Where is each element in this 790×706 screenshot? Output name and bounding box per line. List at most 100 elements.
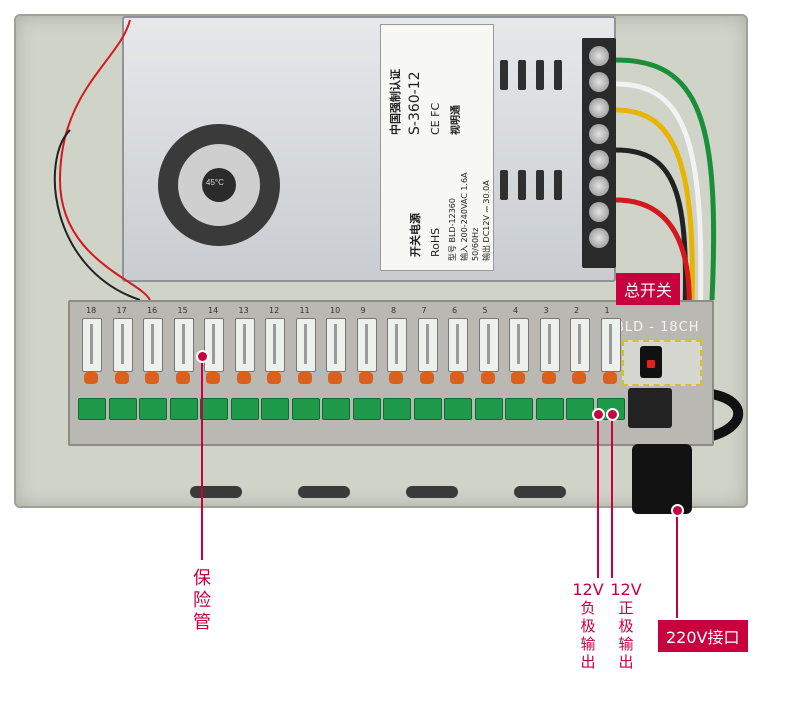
fuse <box>234 318 255 372</box>
fuse <box>387 318 407 372</box>
negative-output-char: 极 <box>580 617 596 635</box>
fuse <box>82 318 102 372</box>
fuse <box>600 318 621 372</box>
channel-number: 9 <box>360 306 366 315</box>
capacitor <box>358 372 373 384</box>
ac-inlet-label: 220V接口 <box>658 620 748 652</box>
fuse <box>448 318 468 372</box>
channel-number: 8 <box>391 306 397 315</box>
capacitor <box>84 372 98 384</box>
capacitor <box>236 372 251 384</box>
positive-output-char: 极 <box>618 617 634 635</box>
output-terminal <box>169 398 198 420</box>
positive-output-char: 出 <box>618 653 634 671</box>
ac-inlet-marker <box>671 504 684 517</box>
positive-output-char: 正 <box>618 599 634 617</box>
ac-power-inlet <box>632 444 692 514</box>
output-terminal <box>505 398 533 420</box>
capacitor <box>114 372 129 384</box>
capacitor <box>541 372 556 384</box>
cable-hole <box>514 486 566 498</box>
capacitor <box>602 372 617 384</box>
fuse <box>143 318 163 372</box>
channel-number: 2 <box>574 306 580 315</box>
channel-number: 6 <box>452 306 458 315</box>
channel-number: 18 <box>86 306 97 315</box>
channel-number: 10 <box>330 306 341 315</box>
psu-terminal-strip <box>582 38 616 268</box>
output-terminal <box>474 398 503 420</box>
fan-hub <box>202 168 236 202</box>
negative-output-label: 12V 负 极 输 出 <box>568 580 608 671</box>
switch-indicator <box>647 360 655 368</box>
positive-output-voltage: 12V <box>610 580 642 599</box>
capacitor <box>145 372 159 384</box>
fuse <box>417 318 438 372</box>
output-terminal <box>108 398 137 420</box>
fuse <box>112 318 133 372</box>
channel-number: 15 <box>177 306 188 315</box>
capacitor <box>328 372 342 384</box>
negative-output-char: 负 <box>580 599 596 617</box>
positive-output-label: 12V 正 极 输 出 <box>606 580 646 671</box>
main-switch-label: 总开关 <box>616 273 681 305</box>
fuse-label: 保险管 <box>193 568 211 633</box>
capacitor <box>511 372 525 384</box>
channel-number: 13 <box>238 306 249 315</box>
board-model-label: BLD - 18CH <box>615 320 700 335</box>
channel-number: 3 <box>543 306 549 315</box>
capacitor <box>480 372 495 384</box>
output-terminal <box>200 398 228 420</box>
capacitor <box>206 372 220 384</box>
negative-terminal-marker <box>592 408 605 421</box>
capacitor <box>419 372 434 384</box>
output-terminal <box>230 398 259 420</box>
fuse <box>570 318 590 372</box>
output-terminal <box>78 398 106 420</box>
fuse <box>356 318 377 372</box>
capacitor <box>175 372 190 384</box>
positive-output-char: 输 <box>618 635 634 653</box>
output-terminal <box>322 398 350 420</box>
fuse <box>326 318 346 372</box>
channel-number: 17 <box>116 306 127 315</box>
channel-number: 7 <box>421 306 427 315</box>
output-terminal <box>444 398 472 420</box>
fuse <box>204 318 224 372</box>
psu-spec-label: 中国强制认证 S-360-12 开关电源 CE FC RoHS 型号 BLD-1… <box>380 24 494 271</box>
capacitor <box>450 372 464 384</box>
fuse <box>539 318 560 372</box>
negative-output-voltage: 12V <box>572 580 604 599</box>
output-terminal <box>535 398 564 420</box>
fuse <box>173 318 194 372</box>
channel-number: 16 <box>147 306 158 315</box>
ac-terminal-block <box>628 388 672 428</box>
fuse <box>509 318 529 372</box>
negative-output-char: 出 <box>580 653 596 671</box>
fuse-marker <box>196 350 209 363</box>
channel-number: 4 <box>513 306 519 315</box>
capacitor <box>267 372 281 384</box>
fuse <box>295 318 316 372</box>
output-terminal <box>291 398 320 420</box>
output-terminal <box>139 398 167 420</box>
channel-number: 5 <box>482 306 488 315</box>
channel-number: 14 <box>208 306 219 315</box>
fuse <box>265 318 285 372</box>
output-terminal <box>261 398 289 420</box>
negative-output-char: 输 <box>580 635 596 653</box>
positive-terminal-marker <box>606 408 619 421</box>
main-switch-highlight <box>622 340 702 386</box>
output-terminal <box>413 398 442 420</box>
cable-hole <box>406 486 458 498</box>
channel-number: 11 <box>299 306 310 315</box>
capacitor <box>389 372 403 384</box>
output-terminal <box>352 398 381 420</box>
output-terminal <box>383 398 411 420</box>
channel-number: 12 <box>269 306 280 315</box>
channel-number: 1 <box>604 306 610 315</box>
fuse <box>478 318 499 372</box>
fan-temp-label: 45°C <box>206 178 224 187</box>
cable-hole <box>298 486 350 498</box>
